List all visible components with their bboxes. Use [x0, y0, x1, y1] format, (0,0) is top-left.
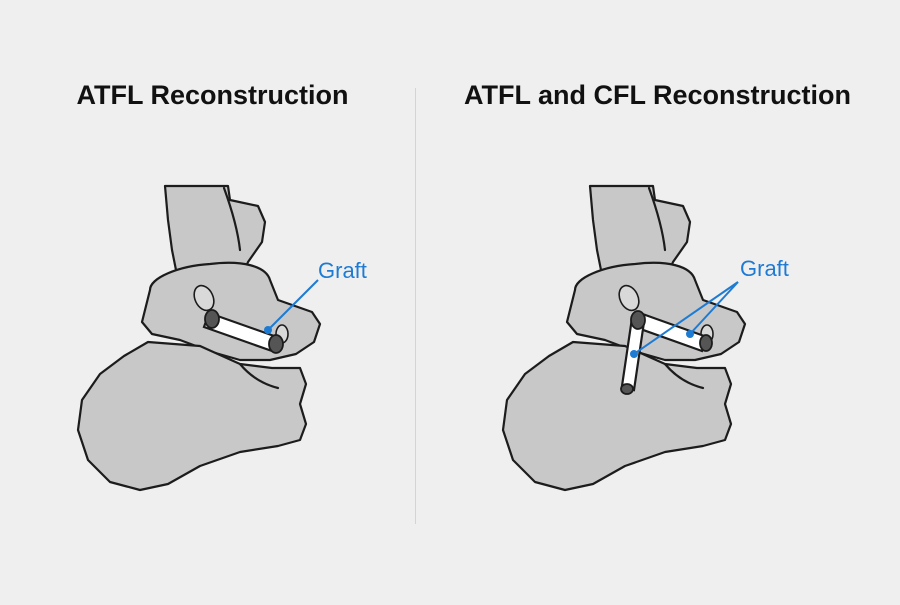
- graft-label-right: Graft: [740, 256, 789, 281]
- atfl-graft-right: [630, 310, 713, 353]
- graft-leader-left: [267, 279, 319, 331]
- atfl-graft: [202, 309, 284, 354]
- graft-leader-right-1: [633, 281, 739, 355]
- panel-title-atfl-cfl: ATFL and CFL Reconstruction: [463, 80, 851, 110]
- graft-leader-dot: [264, 326, 272, 334]
- graft-leader-right-2: [689, 281, 739, 335]
- panel-divider: [415, 88, 416, 524]
- panel-title-atfl: ATFL Reconstruction: [76, 80, 349, 110]
- graft-leader-dot: [630, 350, 638, 358]
- ankle-illustration-right: Graft: [501, 184, 789, 492]
- ankle-illustration-left: Graft: [76, 184, 367, 492]
- graft-leader-dot: [686, 330, 694, 338]
- graft-label-left: Graft: [318, 258, 367, 283]
